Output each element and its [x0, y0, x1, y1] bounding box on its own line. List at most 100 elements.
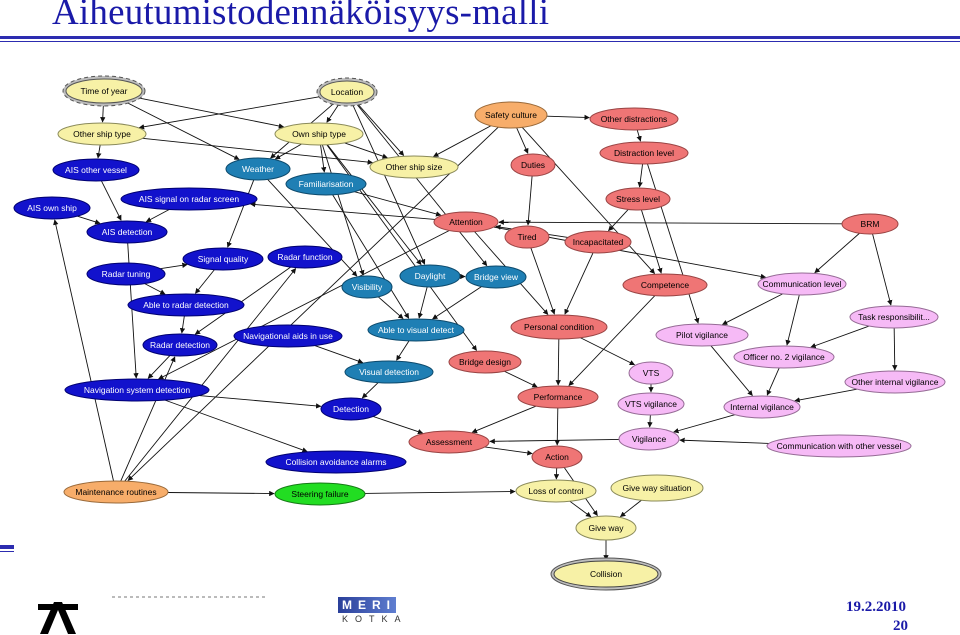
edge-safety-culture-to-other-ship-size: [433, 126, 490, 157]
edge-performance-to-assessment: [472, 406, 536, 432]
edge-ais-own-ship-to-ais-detection: [77, 216, 99, 223]
meri-logo-text: MERI: [338, 597, 396, 613]
node-give-way-situation: Give way situation: [611, 475, 703, 501]
node-location: Location: [317, 78, 377, 106]
edge-radar-tuning-to-able-radar-detection: [145, 284, 165, 295]
node-able-visual-detect: Able to visual detect: [368, 319, 464, 341]
node-label: AIS own ship: [27, 203, 77, 213]
edge-steering-failure-to-loss-of-control: [365, 492, 515, 494]
node-assessment: Assessment: [409, 431, 489, 453]
node-label: Other internal vigilance: [852, 377, 939, 387]
node-label: Distraction level: [614, 148, 674, 158]
edge-ais-other-vessel-to-ais-detection: [101, 181, 121, 220]
edge-communication-level-to-officer-no2-vigilance: [787, 295, 799, 345]
edge-bridge-view-to-able-visual-detect: [433, 287, 482, 319]
node-label: Other distractions: [601, 114, 668, 124]
node-officer-no2-vigilance: Officer no. 2 vigilance: [734, 346, 834, 368]
node-navigational-aids: Navigational aids in use: [234, 325, 342, 347]
node-steering-failure: Steering failure: [275, 483, 365, 505]
node-label: Navigational aids in use: [243, 331, 333, 341]
node-label: Own ship type: [292, 129, 346, 139]
edge-task-responsibility-to-other-internal-vigilance: [894, 328, 895, 370]
node-label: Action: [545, 452, 569, 462]
node-label: Daylight: [415, 271, 446, 281]
node-label: Loss of control: [528, 486, 583, 496]
edge-able-radar-detection-to-radar-detection: [182, 316, 185, 333]
edge-familiarisation-to-attention: [354, 192, 440, 215]
edge-distraction-level-to-stress-level: [640, 164, 643, 187]
node-other-internal-vigilance: Other internal vigilance: [845, 371, 945, 393]
node-label: Pilot vigilance: [676, 330, 728, 340]
node-label: Incapacitated: [573, 237, 624, 247]
node-other-ship-size: Other ship size: [370, 156, 458, 178]
node-label: VTS vigilance: [625, 399, 677, 409]
edge-signal-quality-to-able-radar-detection: [195, 270, 214, 294]
edge-stress-level-to-competence: [641, 210, 661, 273]
edge-personal-condition-to-vts: [580, 338, 634, 365]
node-distraction-level: Distraction level: [600, 142, 688, 164]
edge-detection-to-assessment: [373, 416, 423, 433]
node-vts: VTS: [629, 362, 673, 384]
node-label: Bridge view: [474, 272, 519, 282]
node-navigation-system-detection: Navigation system detection: [65, 379, 209, 401]
edge-internal-vigilance-to-vigilance: [674, 415, 735, 432]
node-ais-detection: AIS detection: [87, 221, 167, 243]
node-label: Navigation system detection: [84, 385, 191, 395]
edge-navigation-system-detection-to-detection: [199, 396, 321, 407]
node-collision-avoidance-alarms: Collision avoidance alarms: [266, 451, 406, 473]
node-label: Visibility: [352, 282, 383, 292]
node-label: Able to visual detect: [378, 325, 455, 335]
node-other-distractions: Other distractions: [590, 108, 678, 130]
edge-officer-no2-vigilance-to-internal-vigilance: [767, 368, 779, 395]
node-other-ship-type: Other ship type: [58, 123, 146, 145]
edge-brm-to-attention: [499, 222, 842, 224]
node-task-responsibility: Task responsibilit...: [850, 306, 938, 328]
node-label: Vigilance: [632, 434, 667, 444]
node-visual-detection: Visual detection: [345, 361, 433, 383]
node-incapacitated: Incapacitated: [565, 231, 631, 253]
node-attention: Attention: [434, 212, 498, 232]
node-competence: Competence: [623, 274, 707, 296]
node-label: AIS other vessel: [65, 165, 127, 175]
node-label: Duties: [521, 160, 545, 170]
node-label: Weather: [242, 164, 274, 174]
node-give-way: Give way: [576, 516, 636, 540]
node-label: Detection: [333, 404, 369, 414]
node-ais-own-ship: AIS own ship: [14, 197, 90, 219]
node-communication-level: Communication level: [758, 273, 846, 295]
edge-radar-tuning-to-signal-quality: [160, 265, 187, 269]
edge-location-to-other-ship-type: [139, 96, 322, 127]
node-visibility: Visibility: [342, 276, 392, 298]
diagram-edges: [55, 96, 895, 560]
edge-distraction-level-to-pilot-vigilance: [647, 164, 698, 323]
node-bridge-view: Bridge view: [466, 266, 526, 288]
node-label: VTS: [643, 368, 660, 378]
slide-number: 20: [893, 618, 908, 635]
node-able-radar-detection: Able to radar detection: [128, 294, 244, 316]
node-label: Signal quality: [198, 254, 249, 264]
edge-brm-to-task-responsibility: [873, 234, 891, 305]
node-label: Radar tuning: [102, 269, 151, 279]
node-label: Familiarisation: [299, 179, 354, 189]
edge-daylight-to-able-visual-detect: [419, 287, 427, 318]
node-label: Give way: [589, 523, 625, 533]
footer-divider: [112, 596, 267, 598]
edge-navigational-aids-to-visual-detection: [315, 346, 363, 363]
node-label: Competence: [641, 280, 689, 290]
edge-other-internal-vigilance-to-internal-vigilance: [795, 389, 857, 401]
node-label: Radar detection: [150, 340, 210, 350]
edge-own-ship-type-to-weather: [275, 144, 301, 159]
node-label: Stress level: [616, 194, 660, 204]
slide-date: 19.2.2010: [846, 599, 906, 616]
edge-able-visual-detect-to-visual-detection: [397, 341, 409, 360]
edge-location-to-bridge-view: [355, 102, 486, 265]
edge-time-of-year-to-own-ship-type: [136, 97, 284, 127]
node-label: Collision avoidance alarms: [285, 457, 386, 467]
node-label: Attention: [449, 217, 483, 227]
node-collision: Collision: [551, 558, 661, 590]
kotka-logo-text: KOTKA: [338, 614, 400, 624]
edge-visibility-to-able-visual-detect: [378, 297, 403, 319]
edge-communication-other-vessel-to-vigilance: [680, 440, 769, 443]
